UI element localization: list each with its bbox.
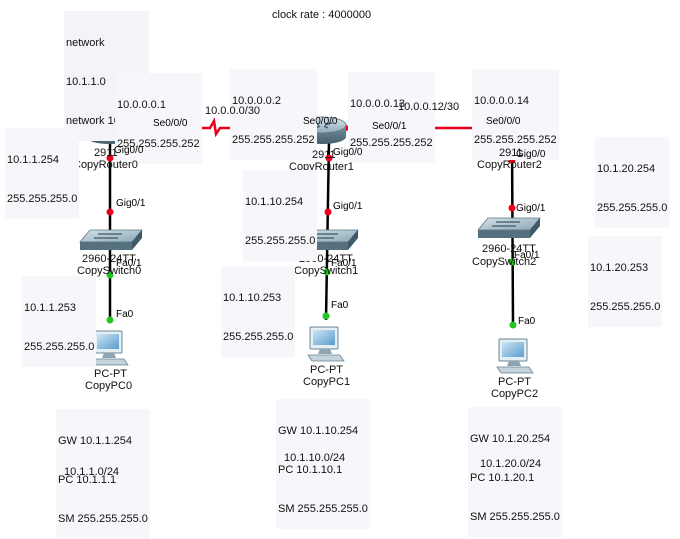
- ip-line: 10.0.0.0.2: [232, 95, 281, 107]
- router-name-label: CopyRouter2: [477, 159, 542, 171]
- pc-icon[interactable]: [496, 338, 534, 374]
- interface-label-pc0-fa0: Fa0: [116, 309, 134, 320]
- interface-label-s2-fa01: Fa0/1: [514, 250, 540, 261]
- switch-icon[interactable]: [477, 217, 541, 238]
- r0-serial-ip-note: 10.0.0.0.1 255.255.255.252: [115, 73, 202, 164]
- port-dot-s0-gig01: [106, 208, 114, 216]
- pc-name-label: CopyPC0: [85, 380, 133, 392]
- s1-ip-note: 10.1.10.253 255.255.255.0: [221, 266, 296, 357]
- interface-label-r2-se000: Se0/0/0: [486, 116, 521, 127]
- switch-model-label: 2960-24TT: [82, 253, 136, 265]
- ip-line: 10.1.20.253: [590, 262, 649, 274]
- pc-icon[interactable]: [91, 330, 129, 366]
- r1-serial-left-ip-note: 10.0.0.0.2 255.255.255.252: [230, 69, 317, 160]
- ip-line: 10.1.1.254: [7, 154, 59, 166]
- mask-line: 255.255.255.252: [232, 134, 315, 146]
- pc-ip-line: PC 10.1.10.1: [278, 464, 343, 476]
- mask-line: 255.255.255.0: [223, 331, 294, 343]
- mask-line: 255.255.255.0: [590, 301, 661, 313]
- pc-ip-line: PC 10.1.1.1: [58, 474, 117, 486]
- mask-line: 255.255.255.252: [350, 137, 433, 149]
- switch-icon[interactable]: [79, 229, 143, 250]
- lan-network-label: 10.1.20.0/24: [480, 458, 542, 470]
- mask-line: 255.255.255.0: [597, 202, 668, 214]
- ip-line: 10.1.1.253: [24, 302, 76, 314]
- interface-label-r1-se000: Se0/0/0: [303, 116, 338, 127]
- pc-model-label: PC-PT: [94, 368, 127, 380]
- ip-line: 10.0.0.0.13: [350, 98, 406, 110]
- interface-label-s2-gig01: Gig0/1: [516, 203, 546, 214]
- network-note-line: 10.1.1.0: [66, 76, 106, 88]
- pc-model-label: PC-PT: [310, 364, 343, 376]
- gateway-line: GW 10.1.1.254: [58, 435, 132, 447]
- network-note-line: network: [66, 37, 105, 49]
- interface-label-s0-fa01: Fa0/1: [116, 258, 142, 269]
- port-dot-s1-fa01: [323, 268, 331, 276]
- s0-ip-note: 10.1.1.253 255.255.255.0: [22, 276, 97, 367]
- interface-label-s0-gig01: Gig0/1: [116, 198, 146, 209]
- router-model-label: 2911: [499, 147, 523, 159]
- pc-name-label: CopyPC1: [303, 376, 351, 388]
- lan-network-label: 10.1.1.0/24: [64, 466, 120, 478]
- subnet-label-r1-r2: 10.0.0.12/30: [398, 101, 460, 113]
- lan-network-label: 10.1.10.0/24: [284, 452, 346, 464]
- mask-line: 255.255.255.252: [117, 138, 200, 150]
- port-dot-s1-gig01: [324, 208, 332, 216]
- mask-line: 255.255.255.0: [7, 193, 78, 205]
- subnet-mask-line: SM 255.255.255.0: [58, 513, 148, 525]
- pc2-config-note: GW 10.1.20.254 PC 10.1.20.1 SM 255.255.2…: [468, 407, 562, 537]
- mask-line: 255.255.255.252: [474, 134, 557, 146]
- interface-label-pc2-fa0: Fa0: [518, 316, 536, 327]
- s2-ip-note: 10.1.20.253 255.255.255.0: [588, 236, 663, 327]
- pc1-config-note: GW 10.1.10.254 PC 10.1.10.1 SM 255.255.2…: [276, 399, 370, 529]
- pc-icon[interactable]: [307, 326, 345, 362]
- router-model-label: 2911: [94, 147, 118, 159]
- interface-label-s1-gig01: Gig0/1: [333, 201, 363, 212]
- interface-label-r0-gig00: Gig0/0: [114, 145, 144, 156]
- clock-rate-label: clock rate : 4000000: [272, 9, 372, 21]
- router-model-label: 2911: [312, 149, 336, 161]
- r0-lan-ip-note: 10.1.1.254 255.255.255.0: [5, 128, 80, 219]
- port-dot-r1-gig00: [325, 154, 333, 162]
- pc-ip-line: PC 10.1.20.1: [470, 472, 535, 484]
- mask-line: 255.255.255.0: [245, 235, 316, 247]
- ip-line: 10.1.10.254: [245, 196, 304, 208]
- interface-label-s1-fa01: Fa0/1: [331, 258, 357, 269]
- gateway-line: GW 10.1.10.254: [278, 425, 359, 437]
- interface-label-pc1-fa0: Fa0: [331, 300, 349, 311]
- switch-name-label: CopySwitch2: [472, 256, 537, 268]
- pc-model-label: PC-PT: [498, 376, 531, 388]
- switch-model-label: 2960-24TT: [482, 243, 536, 255]
- gateway-line: GW 10.1.20.254: [470, 433, 551, 445]
- port-dot-pc1-fa0: [322, 312, 330, 320]
- switch-name-label: CopySwitch1: [294, 265, 359, 277]
- port-dot-s2-fa01: [508, 258, 516, 266]
- switch-name-label: CopySwitch0: [77, 265, 142, 277]
- ip-line: 10.1.10.253: [223, 292, 282, 304]
- port-dot-r0-gig00: [106, 154, 114, 162]
- r1-serial-right-ip-note: 10.0.0.0.13 255.255.255.252: [348, 72, 435, 163]
- port-dot-pc2-fa0: [509, 321, 517, 329]
- ip-line: 10.0.0.0.1: [117, 99, 166, 111]
- ip-line: 10.0.0.0.14: [474, 95, 530, 107]
- port-dot-pc0-fa0: [106, 316, 114, 324]
- subnet-label-r0-r1: 10.0.0.0/30: [205, 105, 261, 117]
- port-dot-s0-fa01: [106, 271, 114, 279]
- r1-lan-ip-note: 10.1.10.254 255.255.255.0: [243, 170, 318, 261]
- subnet-mask-line: SM 255.255.255.0: [278, 503, 368, 515]
- r2-serial-ip-note: 10.0.0.0.14 255.255.255.252: [472, 69, 559, 160]
- r2-lan-ip-note: 10.1.20.254 255.255.255.0: [595, 137, 670, 228]
- interface-label-r0-se000: Se0/0/0: [153, 118, 188, 129]
- mask-line: 255.255.255.0: [24, 341, 95, 353]
- interface-label-r1-se001: Se0/0/1: [372, 121, 407, 132]
- pc-name-label: CopyPC2: [491, 388, 539, 400]
- router-name-label: CopyRouter0: [73, 159, 138, 171]
- interface-label-r1-gig00: Gig0/0: [333, 147, 363, 158]
- interface-label-r2-gig00: Gig0/0: [516, 149, 546, 160]
- ip-line: 10.1.20.254: [597, 163, 656, 175]
- port-dot-s2-gig01: [508, 204, 516, 212]
- subnet-mask-line: SM 255.255.255.0: [470, 511, 560, 523]
